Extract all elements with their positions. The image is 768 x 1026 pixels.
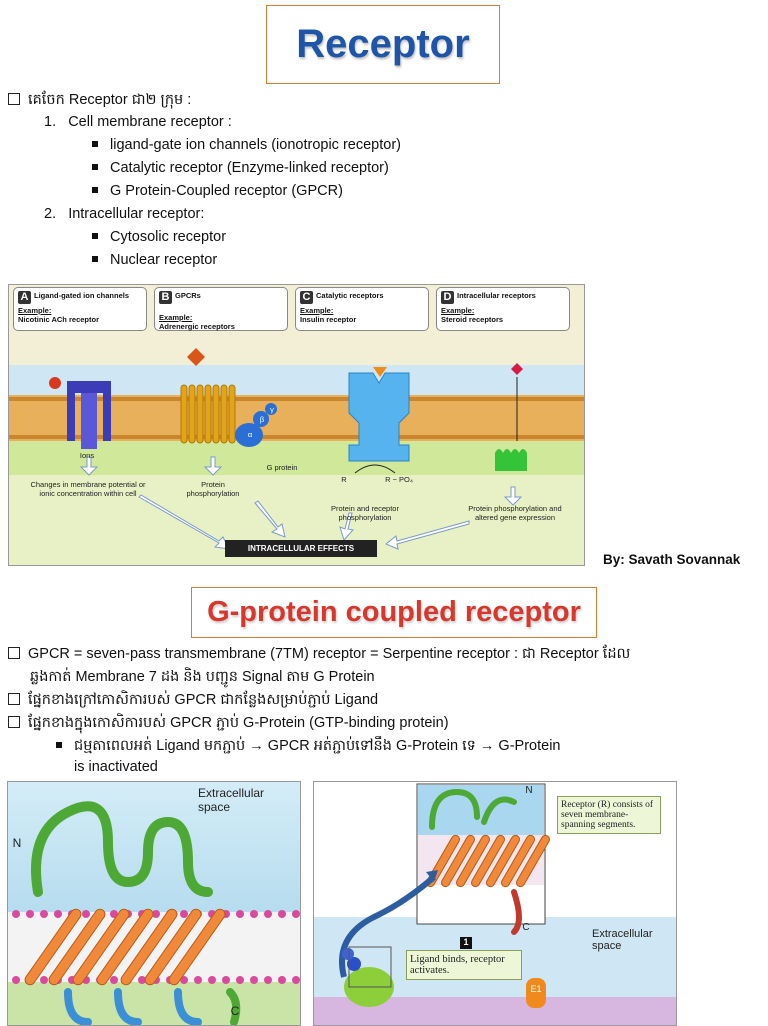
label-protein-phosphorylation: Protein phosphorylation — [186, 480, 240, 498]
gpcr-sub-bullet-cont: is inactivated — [74, 759, 158, 775]
gpcr-sub-bullet: ជម្មតាពេលអត់ Ligand មកភ្ជាប់ → GPCR អត់ភ… — [56, 737, 561, 758]
group-number: 1. — [44, 114, 57, 130]
list-item: G Protein-Coupled receptor (GPCR) — [92, 183, 343, 199]
label-changes: Changes in membrane potential or ionic c… — [30, 480, 146, 498]
label-r: R — [341, 475, 347, 484]
list-item: Nuclear receptor — [92, 252, 217, 268]
label-e1: E1 — [530, 984, 542, 994]
gpcr-activation-drawing — [314, 783, 676, 1025]
checkbox-icon — [8, 93, 20, 105]
gpcr-bullet: ផ្នែកខាងក្រៅកោសិការបស់ GPCR ជាកន្លែងសម្រ… — [8, 691, 378, 712]
label-protein-gene: Protein phosphorylation and altered gene… — [468, 504, 562, 522]
label-protein-receptor-phos: Protein and receptor phosphorylation — [331, 504, 399, 522]
group-number: 2. — [44, 206, 57, 222]
figure-background — [9, 285, 584, 565]
label-gamma: γ — [270, 405, 274, 414]
intro-line: គេចែក Receptor ជា២ ក្រុម : — [8, 91, 191, 112]
label-beta: β — [259, 415, 265, 424]
checkbox-icon — [8, 693, 20, 705]
gpcr-bullet-cont: ឆ្លងកាត់ Membrane 7 ដង និង បញ្ជូន Signal… — [30, 669, 375, 685]
title-gpcr: G-protein coupled receptor — [191, 587, 597, 638]
callout-receptor: Receptor (R) consists of seven membrane-… — [557, 796, 661, 834]
callout-ligand-binds: Ligand binds, receptor activates. — [406, 950, 522, 980]
checkbox-icon — [8, 647, 20, 659]
gpcr-structure-drawing — [8, 782, 300, 1025]
checkbox-icon — [8, 716, 20, 728]
label-extracellular: Extracellular space — [592, 928, 653, 952]
bullet-icon — [92, 187, 98, 193]
bullet-icon — [92, 233, 98, 239]
bullet-icon — [56, 742, 62, 748]
list-item: Cytosolic receptor — [92, 229, 226, 245]
label-g-protein: G protein — [266, 463, 298, 472]
label-alpha: α — [247, 430, 253, 439]
label-r-po4: R − PO₄ — [385, 475, 413, 484]
label-n-terminus: N — [12, 836, 22, 850]
title-receptor: Receptor — [266, 5, 500, 84]
intracellular-effects-box: INTRACELLULAR EFFECTS — [225, 540, 377, 557]
gpcr-bullet: ផ្នែកខាងក្នុងកោសិការបស់ GPCR ភ្ជាប់ G-Pr… — [8, 714, 449, 735]
group-1: 1. Cell membrane receptor : — [44, 114, 232, 130]
gpcr-bullet: GPCR = seven-pass transmembrane (7TM) re… — [8, 645, 630, 666]
label-extracellular-space: Extracellular space — [198, 786, 265, 814]
step-number: 1 — [463, 937, 469, 947]
bullet-icon — [92, 164, 98, 170]
group-2: 2. Intracellular receptor: — [44, 206, 204, 222]
bullet-icon — [92, 141, 98, 147]
label-c-terminus: C — [230, 1004, 240, 1018]
group-label: Cell membrane receptor : — [68, 114, 232, 130]
bullet-icon — [92, 256, 98, 262]
list-item: Catalytic receptor (Enzyme-linked recept… — [92, 160, 389, 176]
author-credit: By: Savath Sovannak — [603, 552, 741, 567]
group-label: Intracellular receptor: — [68, 206, 205, 222]
label-c: C — [522, 922, 530, 933]
intro-text: គេចែក Receptor ជា២ ក្រុម : — [28, 92, 192, 108]
label-n: N — [525, 785, 533, 796]
list-item: ligand-gate ion channels (ionotropic rec… — [92, 137, 401, 153]
gpcr-activation-figure: Receptor (R) consists of seven membrane-… — [313, 781, 677, 1026]
label-ions: Ions — [79, 451, 95, 460]
gpcr-structure-figure: Extracellular space N C — [7, 781, 301, 1026]
